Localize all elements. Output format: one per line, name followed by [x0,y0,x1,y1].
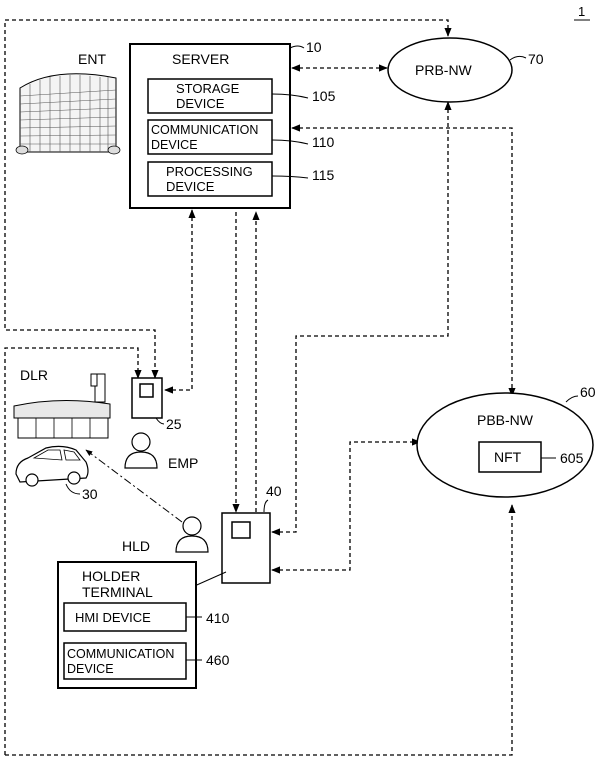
link-pbb-outer-loop [4,347,142,755]
holder-comm-device-line2: DEVICE [67,662,114,676]
comm-ref-leader [271,139,309,145]
link-hld-to-dealer [85,449,183,523]
link-holder-pbb [271,438,421,574]
employee-person-icon [124,432,158,469]
communication-device-box [147,119,273,155]
server-ref: 10 [306,39,322,55]
processing-device-ref: 115 [312,167,335,183]
prb-ref-leader [509,55,527,61]
figure-ref: 1 [578,4,585,19]
emp-label: EMP [168,455,198,471]
storage-device-line2: DEVICE [176,96,225,111]
dealer-terminal-device [131,377,163,419]
ent-label: ENT [78,51,106,67]
dealer-building-icon [13,373,111,439]
processing-device-line2: DEVICE [166,179,215,194]
pbb-nw-ref: 60 [580,384,596,400]
dlr-label: DLR [20,367,48,383]
link-server-dlr-terminal [164,209,196,394]
link-pbb-bottom [5,504,516,756]
dealer-terminal-ref: 25 [166,416,182,432]
prb-nw-label: PRB-NW [415,62,473,78]
hmi-device-ref: 410 [206,610,230,626]
storage-device-ref: 105 [312,88,336,104]
holder-comm-device-box [63,642,187,680]
server-ref-leader [289,45,305,49]
link-holder-prb [271,101,452,536]
holder-terminal-title-line1: HOLDER [82,568,140,584]
nft-box [478,441,542,473]
nft-ref: 605 [560,450,584,466]
processing-device-line1: PROCESSING [166,164,253,179]
prb-nw-ellipse [387,37,513,103]
car-ref: 30 [82,486,98,502]
prb-nw-ref: 70 [528,51,544,67]
connection-lines [4,19,516,756]
holder-person-icon [175,516,209,553]
holder-terminal-device [221,512,271,584]
communication-device-line1: COMMUNICATION [151,123,258,137]
storage-ref-leader [271,93,309,99]
pbb-ref-leader [565,395,579,403]
hmi-device-label: HMI DEVICE [75,610,151,625]
storage-device-line1: STORAGE [176,81,240,96]
hmi-device-box [63,602,187,632]
storage-device-box [147,78,273,114]
holder-terminal-title-line2: TERMINAL [82,584,153,600]
communication-device-ref: 110 [312,134,335,150]
car-ref-leader [65,483,81,495]
server-title: SERVER [172,51,229,67]
processing-device-box [147,161,273,197]
pbb-nw-label: PBB-NW [477,412,534,428]
nft-label: NFT [494,449,522,465]
hld-label: HLD [122,538,150,554]
communication-device-line2: DEVICE [151,138,198,152]
holder-terminal-ref: 40 [266,483,282,499]
proc-ref-leader [271,175,309,179]
link-prb-to-dlr-terminal [4,19,452,379]
ent-building-icon [15,73,121,155]
holder-terminal-ref-leader [263,499,269,513]
car-icon [15,445,89,487]
holder-comm-device-ref: 460 [206,652,230,668]
dealer-terminal-ref-leader [155,417,165,425]
holder-comm-device-line1: COMMUNICATION [67,647,174,661]
